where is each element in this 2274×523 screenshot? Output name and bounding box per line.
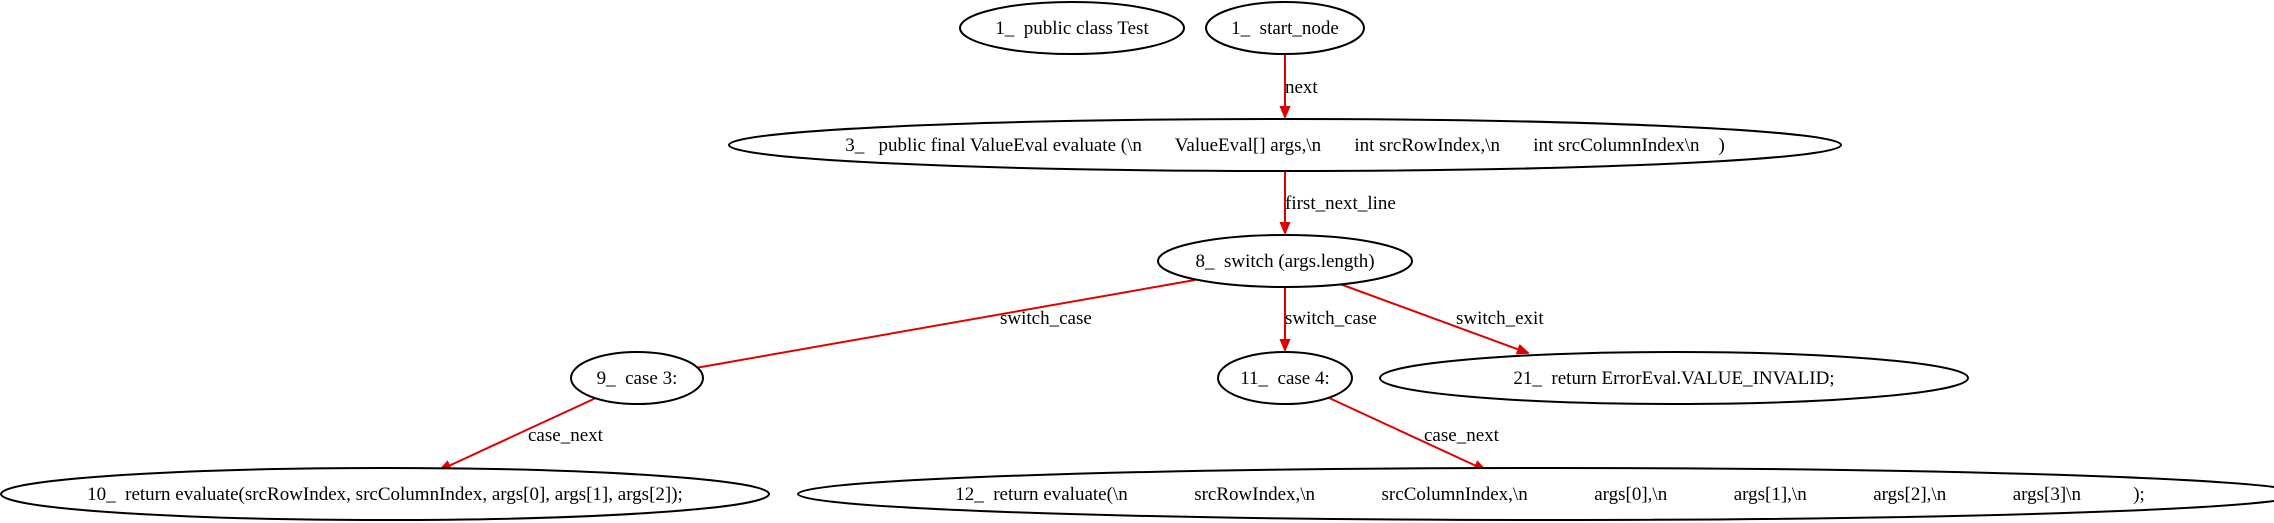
- edge-case3-to-return-3: case_next: [440, 396, 604, 470]
- node-public-class-test[interactable]: 1_ public class Test: [959, 1, 1185, 55]
- edge-label-switch-case-1: switch_case: [1000, 308, 1092, 329]
- node-label: 21_ return ErrorEval.VALUE_INVALID;: [1513, 368, 1834, 389]
- edge-switch-to-return-invalid: switch_exit: [1339, 283, 1544, 353]
- edge-label-next: next: [1285, 77, 1318, 98]
- node-label: 1_ public class Test: [995, 18, 1149, 39]
- node-label: 3_ public final ValueEval evaluate (\n V…: [845, 135, 1725, 156]
- edge-label-switch-exit: switch_exit: [1456, 308, 1544, 329]
- edge-label-case-next-1: case_next: [528, 425, 604, 446]
- edge-label-case-next-2: case_next: [1424, 425, 1500, 446]
- edge-label-first-next-line: first_next_line: [1285, 193, 1396, 214]
- edge-switch-to-case4: switch_case: [1285, 286, 1377, 350]
- edge-label-switch-case-2: switch_case: [1285, 308, 1377, 329]
- node-return-evaluate-3-args[interactable]: 10_ return evaluate(srcRowIndex, srcColu…: [0, 467, 770, 521]
- node-label: 11_ case 4:: [1240, 368, 1330, 389]
- node-switch-args-length[interactable]: 8_ switch (args.length): [1157, 234, 1413, 288]
- edge-case4-to-return-4: case_next: [1326, 396, 1500, 470]
- node-label: 8_ switch (args.length): [1195, 251, 1374, 272]
- node-case-3[interactable]: 9_ case 3:: [570, 351, 704, 405]
- node-label: 12_ return evaluate(\n srcRowIndex,\n sr…: [955, 484, 2145, 505]
- node-return-value-invalid[interactable]: 21_ return ErrorEval.VALUE_INVALID;: [1379, 351, 1969, 405]
- node-return-evaluate-4-args[interactable]: 12_ return evaluate(\n srcRowIndex,\n sr…: [797, 467, 2274, 521]
- node-label: 9_ case 3:: [597, 368, 678, 389]
- node-evaluate-method[interactable]: 3_ public final ValueEval evaluate (\n V…: [728, 118, 1842, 172]
- node-start-node[interactable]: 1_ start_node: [1205, 1, 1365, 55]
- edge-evaluate-to-switch: first_next_line: [1285, 171, 1396, 233]
- edges: next first_next_line switch_case switch_…: [440, 54, 1544, 470]
- node-label: 10_ return evaluate(srcRowIndex, srcColu…: [87, 484, 683, 505]
- edge-switch-to-case3: switch_case: [667, 279, 1196, 373]
- node-label: 1_ start_node: [1231, 18, 1339, 39]
- node-case-4[interactable]: 11_ case 4:: [1217, 351, 1353, 405]
- edge-start-to-evaluate: next: [1285, 54, 1318, 117]
